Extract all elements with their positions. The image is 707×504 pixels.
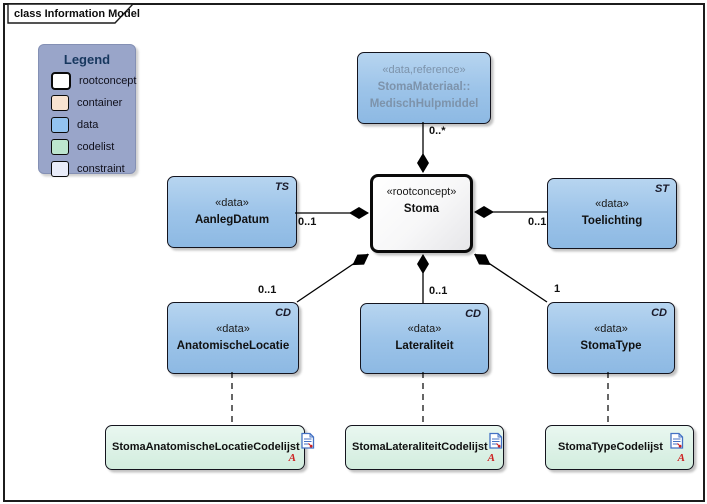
multiplicity-label: 0..1 (298, 216, 317, 228)
multiplicity-label: 0..1 (528, 216, 547, 228)
node-stomamateriaal[interactable]: «data,reference» StomaMateriaal:: Medisc… (357, 52, 491, 124)
stereotype: «data,reference» (382, 64, 466, 77)
document-icon (669, 432, 685, 457)
marker-a: A (487, 452, 495, 465)
legend-item-label: container (77, 97, 123, 109)
node-name: StomaMateriaal:: (377, 81, 471, 94)
stereotype: «data» (216, 322, 250, 335)
legend-item-label: data (77, 119, 99, 131)
datatype-tag: CD (465, 308, 481, 320)
multiplicity-label: 0..* (429, 125, 446, 137)
stereotype: «data» (595, 198, 629, 211)
codelist-swatch (51, 139, 69, 155)
codelist-name: StomaTypeCodelijst (558, 440, 663, 453)
node-codelist-stomatype[interactable]: StomaTypeCodelijst A (545, 425, 694, 470)
document-icon (300, 432, 316, 457)
stereotype: «data» (215, 196, 249, 209)
stereotype: «rootconcept» (386, 186, 457, 198)
node-stoma[interactable]: «rootconcept» Stoma (370, 174, 473, 253)
legend-item-label: rootconcept (79, 75, 137, 87)
node-name: StomaType (580, 339, 642, 352)
container-swatch (51, 95, 69, 111)
marker-a: A (288, 452, 296, 465)
rootconcept-swatch (51, 72, 71, 90)
datatype-tag: CD (275, 307, 291, 319)
datatype-tag: TS (274, 181, 289, 193)
node-name: Stoma (403, 202, 440, 215)
legend-item-rootconcept: rootconcept (51, 72, 137, 90)
document-icon (488, 432, 504, 457)
data-swatch (51, 117, 69, 133)
multiplicity-label: 1 (554, 283, 561, 295)
legend-item-constraint: constraint (51, 161, 135, 177)
node-aanlegdatum[interactable]: TS «data» AanlegDatum (167, 176, 297, 248)
legend-item-data: data (51, 117, 135, 133)
datatype-tag: ST (654, 183, 669, 195)
codelist-name: StomaLateraliteitCodelijst (352, 440, 488, 453)
node-name: MedischHulpmiddel (369, 97, 479, 110)
stereotype: «data» (594, 322, 628, 335)
node-toelichting[interactable]: ST «data» Toelichting (547, 178, 677, 249)
node-codelist-lateraliteit[interactable]: StomaLateraliteitCodelijst A (345, 425, 504, 470)
node-stomatype[interactable]: CD «data» StomaType (547, 302, 675, 374)
node-lateraliteit[interactable]: CD «data» Lateraliteit (360, 303, 489, 374)
datatype-tag: CD (651, 307, 667, 319)
node-name: Lateraliteit (395, 340, 454, 353)
node-anatomischelocatie[interactable]: CD «data» AnatomischeLocatie (167, 302, 299, 374)
stereotype: «data» (407, 323, 442, 336)
node-name: AnatomischeLocatie (176, 339, 290, 352)
codelist-name: StomaAnatomischeLocatieCodelijst (112, 440, 300, 453)
node-codelist-anatomischelocatie[interactable]: StomaAnatomischeLocatieCodelijst A (105, 425, 314, 470)
legend-item-label: codelist (77, 141, 115, 153)
legend-item-container: container (51, 95, 135, 111)
node-name: AanlegDatum (194, 213, 270, 226)
diagram-title: class Information Model (14, 8, 140, 20)
multiplicity-label: 0..1 (429, 285, 448, 297)
legend: Legend rootconcept container data codeli… (38, 44, 137, 177)
legend-item-codelist: codelist (51, 139, 135, 155)
constraint-swatch (51, 161, 69, 177)
legend-item-label: constraint (77, 163, 125, 175)
marker-a: A (677, 452, 685, 465)
multiplicity-label: 0..1 (258, 284, 277, 296)
legend-title: Legend (63, 52, 111, 67)
node-name: Toelichting (581, 215, 643, 228)
